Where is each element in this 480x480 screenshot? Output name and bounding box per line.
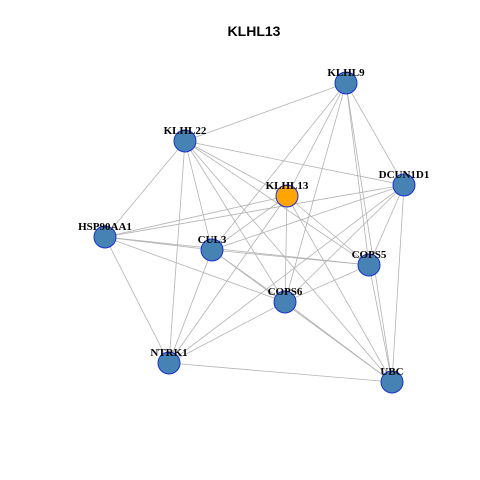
edge-klhl22-ubc <box>184 140 393 383</box>
node-circle-cops6 <box>273 290 297 314</box>
node-label-cul3: CUL3 <box>198 234 227 246</box>
edge-layer <box>104 82 405 383</box>
node-label-ubc: UBC <box>380 366 403 378</box>
node-circle-ubc <box>380 370 404 394</box>
edge-dcun1d1-ubc <box>391 184 405 383</box>
node-cops6: COPS6 <box>268 286 303 314</box>
node-label-klhl9: KLHL9 <box>327 67 365 79</box>
edge-klhl9-klhl22 <box>184 82 347 142</box>
edge-hsp90aa1-cops6 <box>104 236 286 303</box>
graph-title: KLHL13 <box>228 23 281 39</box>
node-circle-klhl13 <box>275 184 299 208</box>
edge-klhl13-cops6 <box>284 195 288 303</box>
node-ntrk1: NTRK1 <box>150 347 188 375</box>
edge-hsp90aa1-cops5 <box>104 236 370 266</box>
node-circle-dcun1d1 <box>392 173 416 197</box>
edge-dcun1d1-hsp90aa1 <box>104 184 405 238</box>
node-klhl13: KLHL13 <box>266 180 309 208</box>
node-cul3: CUL3 <box>198 234 227 262</box>
edge-klhl13-cops5 <box>286 195 370 266</box>
edge-klhl22-hsp90aa1 <box>104 140 186 238</box>
edge-klhl22-cul3 <box>184 140 213 251</box>
node-cops5: COPS5 <box>352 249 387 277</box>
node-klhl22: KLHL22 <box>164 125 207 153</box>
node-circle-hsp90aa1 <box>93 225 117 249</box>
edge-cops6-ntrk1 <box>168 301 286 364</box>
edge-klhl9-cops5 <box>345 82 370 266</box>
node-dcun1d1: DCUN1D1 <box>379 169 430 197</box>
edge-klhl22-cops6 <box>184 140 286 303</box>
node-circle-cul3 <box>200 238 224 262</box>
edge-klhl9-cul3 <box>211 82 347 251</box>
edge-dcun1d1-cops6 <box>284 184 405 303</box>
edge-klhl13-hsp90aa1 <box>104 195 288 238</box>
node-circle-cops5 <box>357 253 381 277</box>
edge-dcun1d1-cops5 <box>368 184 405 266</box>
node-label-klhl13: KLHL13 <box>266 180 309 192</box>
node-label-dcun1d1: DCUN1D1 <box>379 169 430 181</box>
node-label-ntrk1: NTRK1 <box>150 347 187 359</box>
node-circle-ntrk1 <box>157 351 181 375</box>
edge-hsp90aa1-ntrk1 <box>104 236 170 364</box>
node-label-cops6: COPS6 <box>268 286 303 298</box>
edge-klhl9-cops6 <box>284 82 347 303</box>
edge-klhl13-cul3 <box>211 195 288 251</box>
edge-cul3-ntrk1 <box>168 249 213 364</box>
edge-klhl9-ubc <box>345 82 393 383</box>
node-klhl9: KLHL9 <box>327 67 365 95</box>
edge-cul3-cops5 <box>211 249 370 266</box>
node-label-klhl22: KLHL22 <box>164 125 207 137</box>
edge-klhl9-klhl13 <box>286 82 347 197</box>
node-label-hsp90aa1: HSP90AA1 <box>78 221 132 233</box>
node-label-cops5: COPS5 <box>352 249 387 261</box>
edge-klhl22-klhl13 <box>184 140 288 197</box>
edge-klhl22-dcun1d1 <box>184 140 405 186</box>
node-ubc: UBC <box>380 366 404 394</box>
edge-klhl13-ntrk1 <box>168 195 288 364</box>
node-circle-klhl22 <box>173 129 197 153</box>
edge-klhl9-dcun1d1 <box>345 82 405 186</box>
edge-dcun1d1-ntrk1 <box>168 184 405 364</box>
edge-ntrk1-ubc <box>168 362 393 383</box>
edge-cops6-ubc <box>284 301 393 383</box>
edge-dcun1d1-cul3 <box>211 184 405 251</box>
node-circle-klhl9 <box>334 71 358 95</box>
edge-cops5-ubc <box>368 264 393 383</box>
edge-klhl13-ubc <box>286 195 393 383</box>
edge-cops6-cops5 <box>284 264 370 303</box>
edge-klhl22-ntrk1 <box>168 140 186 364</box>
node-hsp90aa1: HSP90AA1 <box>78 221 132 249</box>
